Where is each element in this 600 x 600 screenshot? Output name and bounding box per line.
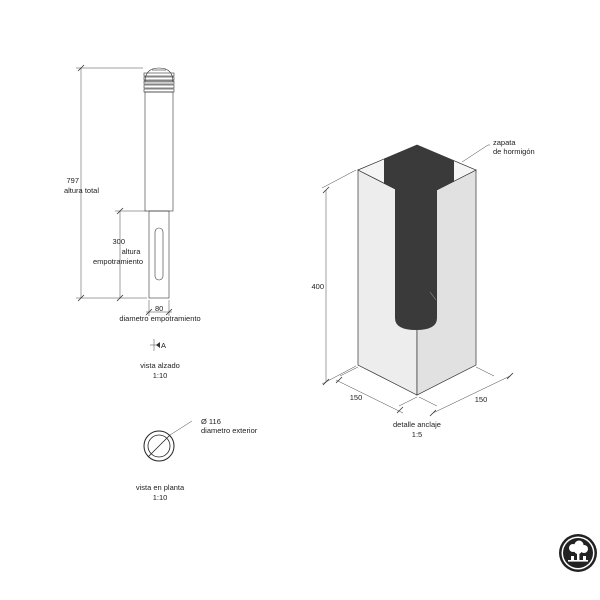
elevation-view-scale: 1:10 [153, 371, 168, 380]
total-height-value: 797 [66, 176, 79, 185]
bollard-cap [143, 67, 175, 93]
elevation-view-title: vista alzado [140, 361, 180, 370]
plan-diameter-value: Ø 116 [201, 417, 221, 426]
anchor-detail-view: zapata de hormigón 400 150 150 detalle a… [311, 138, 534, 439]
embed-height-label-2: empotramiento [93, 257, 143, 266]
plan-diameter-leader [169, 420, 193, 436]
embed-height-value: 300 [112, 237, 125, 246]
footing-leader [461, 144, 489, 163]
embed-slot [154, 227, 164, 281]
embed-diameter-value: 80 [155, 304, 163, 313]
embed-height-label-1: altura [122, 247, 142, 256]
total-height-label: altura total [64, 186, 99, 195]
detail-width-left-dim [335, 379, 404, 414]
footing-label-1: zapata [493, 138, 516, 147]
plan-view-scale: 1:10 [153, 493, 168, 502]
detail-width-right-dim [432, 375, 511, 414]
elevation-view: 797 altura total 300 altura empotramient… [64, 64, 201, 380]
detail-view-scale: 1:5 [412, 430, 422, 439]
detail-height-value: 400 [311, 282, 324, 291]
footing-label-2: de hormigón [493, 147, 535, 156]
plan-view-title: vista en planta [136, 483, 185, 492]
embed-stem [148, 210, 170, 299]
post-embedded [395, 185, 437, 330]
detail-width-left-value: 150 [350, 393, 363, 402]
plan-diameter-label: diametro exterior [201, 426, 258, 435]
embed-diameter-label: diametro empotramiento [119, 314, 200, 323]
tree-logo-icon [559, 534, 597, 572]
detail-view-title: detalle anclaje [393, 420, 441, 429]
bollard-body [144, 91, 174, 212]
plan-view: Ø 116 diametro exterior vista en planta … [136, 417, 258, 502]
section-marker: A [161, 341, 166, 350]
detail-width-right-value: 150 [475, 395, 488, 404]
